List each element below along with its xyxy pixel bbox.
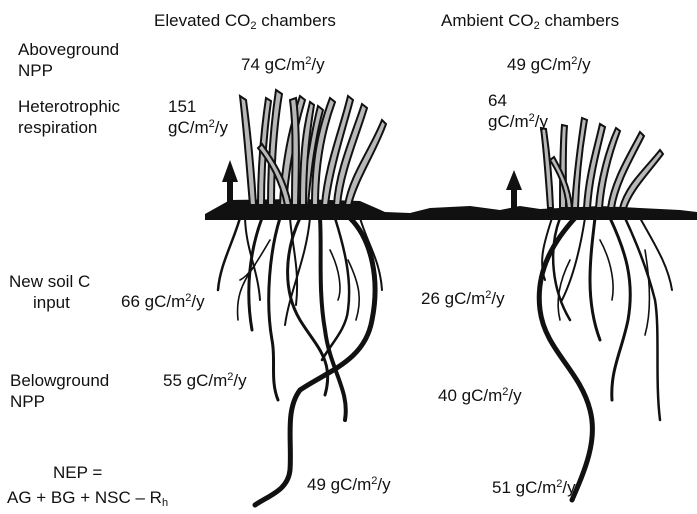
value-ambient-nsc: 51 gC/m2/y bbox=[492, 478, 576, 498]
elevated-roots bbox=[218, 218, 382, 505]
label-belowground-npp: BelowgroundNPP bbox=[10, 370, 109, 412]
value-ambient-belowground-npp: 40 gC/m2/y bbox=[438, 386, 522, 406]
value-ambient-heterotrophic-respiration: 64gC/m2/y bbox=[488, 90, 548, 132]
header-ambient: Ambient CO2 chambers bbox=[441, 11, 619, 31]
label-new-soil-c-input: New soil Cinput bbox=[9, 271, 90, 313]
value-elevated-aboveground-npp: 74 gC/m2/y bbox=[241, 55, 325, 75]
equation-line2: AG + BG + NSC – Rh bbox=[7, 488, 168, 508]
equation-line1: NEP = bbox=[53, 463, 102, 483]
ambient-shoots bbox=[541, 118, 663, 208]
label-aboveground-npp: AbovegroundNPP bbox=[18, 39, 119, 81]
header-elevated: Elevated CO2 chambers bbox=[154, 11, 336, 31]
label-heterotrophic-respiration: Heterotrophicrespiration bbox=[18, 96, 120, 138]
elevated-shoots bbox=[240, 90, 386, 205]
value-elevated-heterotrophic-respiration: 151gC/m2/y bbox=[168, 96, 228, 138]
value-elevated-belowground-npp: 55 gC/m2/y bbox=[163, 371, 247, 391]
value-elevated-new-soil-c: 66 gC/m2/y bbox=[121, 292, 205, 312]
ambient-roots bbox=[539, 218, 672, 500]
value-ambient-aboveground-npp: 49 gC/m2/y bbox=[507, 55, 591, 75]
value-elevated-nsc: 49 gC/m2/y bbox=[307, 475, 391, 495]
value-ambient-new-soil-c: 26 gC/m2/y bbox=[421, 289, 505, 309]
